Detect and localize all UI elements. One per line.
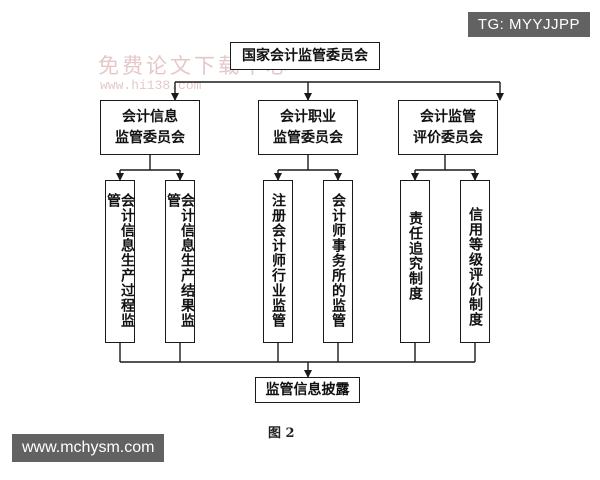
result-supervision-box: 会计信息生产结果监管: [165, 180, 195, 343]
evaluation-committee-box: 会计监管 评价委员会: [398, 100, 498, 155]
national-committee-box: 国家会计监管委员会: [230, 42, 380, 70]
result-supervision-label: 会计信息生产结果监管: [165, 193, 195, 328]
process-supervision-box: 会计信息生产过程监管: [105, 180, 135, 343]
process-supervision-label: 会计信息生产过程监管: [105, 193, 135, 328]
firm-supervision-box: 会计师事务所的监管: [323, 180, 353, 343]
cpa-industry-box: 注册会计师行业监管: [263, 180, 293, 343]
firm-supervision-label: 会计师事务所的监管: [330, 193, 346, 328]
tg-watermark: TG: MYYJJPP: [467, 12, 590, 37]
figure-caption: 图 2: [268, 426, 295, 441]
info-committee-box: 会计信息 监管委员会: [100, 100, 200, 155]
national-committee-label: 国家会计监管委员会: [242, 47, 368, 64]
profession-committee-label: 会计职业 监管委员会: [273, 108, 343, 146]
disclosure-box: 监管信息披露: [255, 377, 360, 403]
info-committee-label: 会计信息 监管委员会: [115, 108, 185, 146]
credit-rating-box: 信用等级评价制度: [460, 180, 490, 343]
accountability-box: 责任追究制度: [400, 180, 430, 343]
accountability-label: 责任追究制度: [407, 211, 423, 301]
site-watermark: www.mchysm.com: [12, 434, 165, 462]
credit-rating-label: 信用等级评价制度: [467, 207, 483, 327]
cpa-industry-label: 注册会计师行业监管: [270, 193, 286, 328]
disclosure-label: 监管信息披露: [265, 381, 350, 398]
evaluation-committee-label: 会计监管 评价委员会: [413, 108, 483, 146]
profession-committee-box: 会计职业 监管委员会: [258, 100, 358, 155]
